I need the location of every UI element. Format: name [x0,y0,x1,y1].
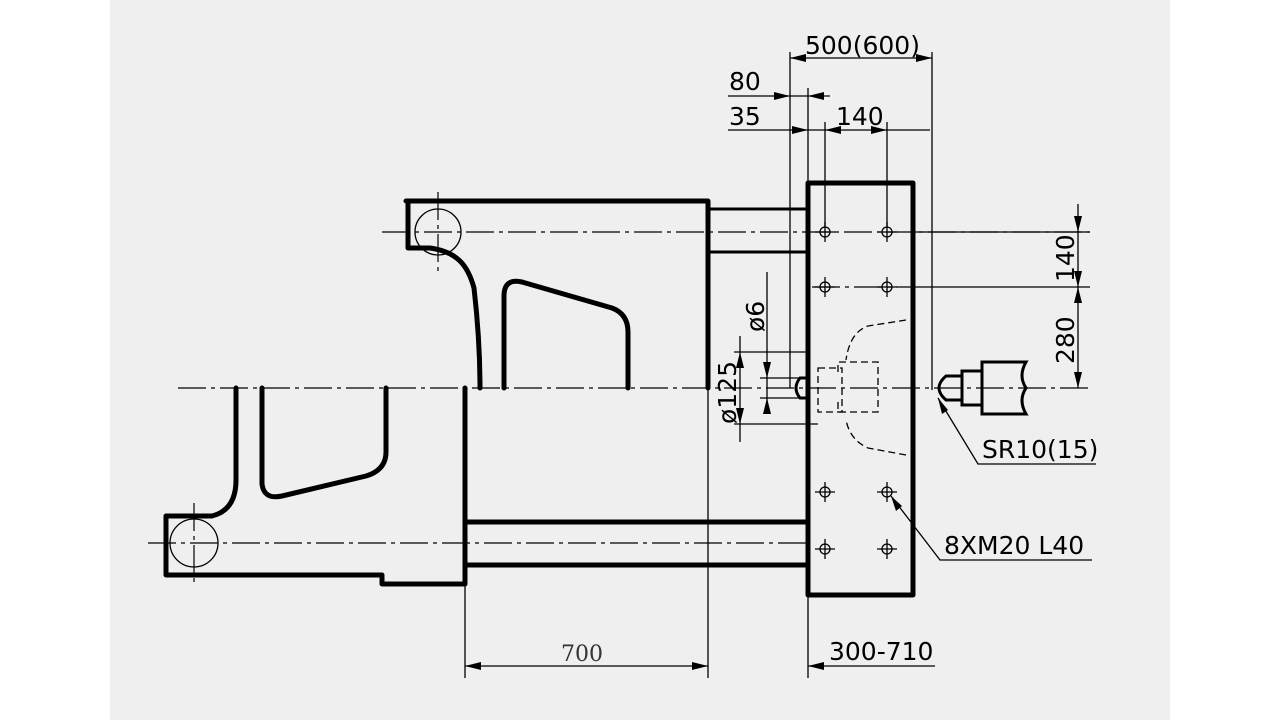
arrowhead [916,54,932,62]
arrowhead [763,398,771,414]
hidden-ejector-outline [845,319,907,456]
lower-frame-window [259,385,389,500]
dim-label-dia6: ø6 [741,301,770,332]
leader-sr10 [937,397,1096,465]
lower-frame-outline [163,385,468,587]
upper-toggle-bracket [403,198,711,391]
dim-label-280: 280 [1051,316,1080,364]
arrowhead [736,352,744,368]
dimension-labels: 500(600) 80 35 140 140 280 ø6 ø125 SR10(… [561,31,1098,667]
arrowhead [692,662,708,670]
arrowhead [808,92,824,100]
hidden-bore [817,367,843,413]
arrowhead [792,126,808,134]
upper-pin-hole [414,208,462,256]
nozzle [937,360,1029,416]
arrowhead [938,398,948,414]
arrowhead [1074,216,1082,232]
leader-mount-holes [890,495,1092,561]
mount-hole [815,539,835,559]
dim-label-80: 80 [729,67,761,96]
lower-pin-hole [169,518,219,568]
arrowhead [465,662,481,670]
dim-label-700: 700 [561,642,603,667]
arrowhead [1074,372,1082,388]
drawing-sheet [110,0,1170,720]
nozzle-head [980,360,1029,416]
dim-label-140-vertical: 140 [1051,234,1080,282]
dimension-lines [464,52,1096,678]
mount-hole [877,482,897,502]
arrowhead [790,54,806,62]
nozzle-tip [937,374,964,402]
dim-label-sr10: SR10(15) [982,435,1098,464]
arrowhead [736,408,744,424]
arrowhead [774,92,790,100]
dim-label-dia125: ø125 [713,361,742,424]
arrowhead [808,662,824,670]
dim-label-mount-holes: 8XM20 L40 [944,531,1084,560]
mount-hole [877,277,897,297]
arrowhead [1074,287,1082,303]
dim-label-140-horizontal: 140 [836,102,884,131]
mount-hole [815,482,835,502]
mount-hole [815,277,835,297]
dim-label-35: 35 [729,102,761,131]
arrowhead [825,126,841,134]
dim-label-300-710: 300-710 [829,637,933,666]
lower-frame [163,385,468,587]
upper-bracket-window [501,278,631,391]
platen-body [805,180,916,598]
moving-platen [794,180,916,598]
arrowhead [763,362,771,378]
upper-bracket-outline [403,198,711,391]
mount-hole [877,539,897,559]
arrowhead [1074,271,1082,287]
tie-bars [462,207,811,568]
arrowhead [891,496,902,511]
arrowhead [871,126,887,134]
mounting-holes [815,222,897,559]
dim-label-500-600: 500(600) [805,31,920,60]
